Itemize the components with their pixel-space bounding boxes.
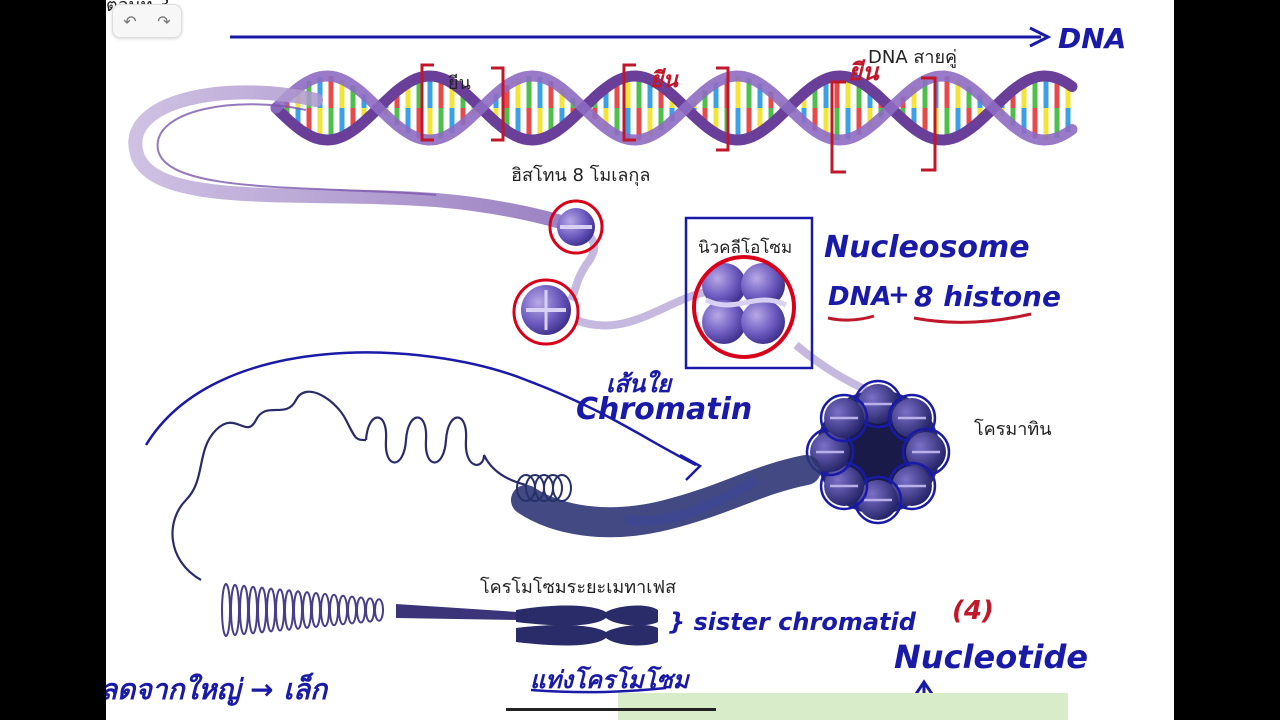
nucleosome-small-1 [548,199,604,255]
gene-label-3: ยีน [848,58,879,86]
chromatid-coil [221,583,518,637]
dna-arrow-head [1029,26,1052,48]
caption-line [506,708,716,711]
formula-dna: DNA [828,282,892,312]
nucleosome-thai-label: นิวคลีโอโซม [698,238,793,258]
nucleotide-label: Nucleotide [894,638,1089,676]
metaphase-label: โครโมโซมระยะเมทาเฟส [480,577,677,598]
number-four-label: (4) [952,596,994,626]
chromosome-thai-label: แท่งโครโมโซม [530,666,689,694]
nucleosome-box [684,216,814,370]
chromatin-english-label: Chromatin [576,392,753,427]
double-strand-label: DNA สายคู่ [868,47,958,68]
formula-histone: 8 histone [914,280,1061,313]
caption-strip [618,693,1068,720]
chromosome-diagram [128,26,1078,720]
nucleosome-large [692,255,796,359]
chromatin-arrow [144,351,697,467]
chromatin-coil [516,474,572,502]
dna-loop-inner [156,103,437,196]
dna-double-helix [270,70,1078,146]
fiber-tail [171,390,367,581]
histone-label: ฮิสโทน 8 โมเลกุล [511,165,651,186]
dna-loop [128,85,568,229]
linker-dna-3 [793,341,868,394]
sister-chromatid-label: } sister chromatid [668,608,916,636]
chromatin-print-label: โครมาทิน [974,419,1052,440]
dna-arrow-label: DNA [1058,22,1127,55]
formula-plus: + [888,280,910,310]
linker-dna-2 [574,288,707,330]
nucleosome-english-label: Nucleosome [824,230,1030,265]
undo-redo-toolbar: ↶ ↷ [112,4,182,38]
redo-icon[interactable]: ↷ [157,11,171,31]
histone-underline [913,312,1032,324]
metaphase-chromosome [516,605,658,646]
dna-underline [827,314,875,322]
nucleotide-up-arrow-head [914,679,934,695]
nucleosome-small-2 [512,278,580,346]
undo-icon[interactable]: ↶ [123,11,137,31]
gene-label-2: ยีน [650,68,678,93]
wavy-fiber [364,416,527,487]
chromosome-underline [530,686,667,694]
lesson-page: DNA DNA สายคู่ ยีน ยีน ยีน ฮิสโทน 8 โมเล… [106,0,1174,720]
chromatin-fiber [511,379,951,538]
size-order-label: ลดจากใหญ่ → เล็ก [106,673,328,706]
gene-brackets [420,63,937,174]
chromatin-arrow-head [679,453,703,481]
chromatin-thai-label: เส้นใย [606,370,672,398]
gene-label-1: ยีน [448,73,471,94]
